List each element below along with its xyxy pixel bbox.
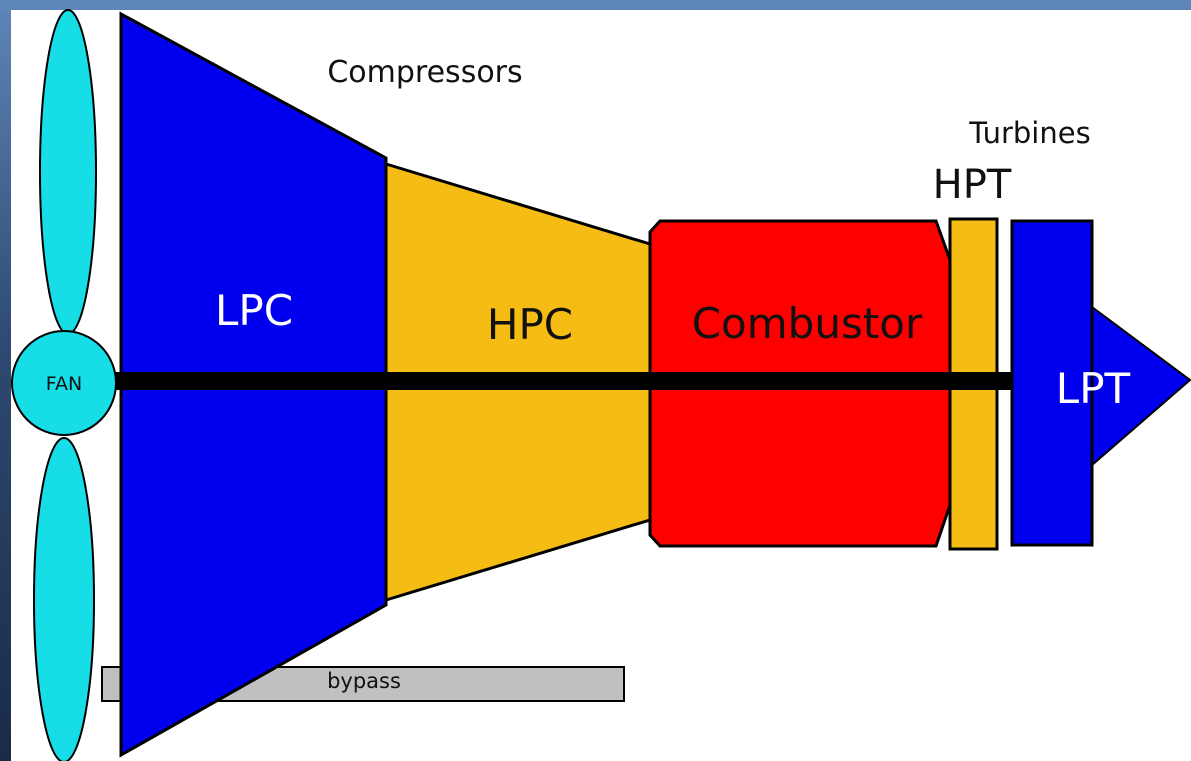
combustor-label: Combustor xyxy=(692,299,923,348)
fan-blade-bottom xyxy=(33,437,95,761)
lpt-label: LPT xyxy=(1056,364,1131,413)
fan-blade-top xyxy=(39,9,97,335)
lpc-label: LPC xyxy=(215,286,293,335)
hpc-label: HPC xyxy=(487,300,573,349)
shaft xyxy=(112,372,1012,390)
fan-hub xyxy=(11,330,117,436)
fan-label: FAN xyxy=(46,373,82,395)
compressors-label: Compressors xyxy=(327,55,522,90)
lpt-section xyxy=(1010,219,1094,547)
slide-top-bar xyxy=(0,0,1191,12)
hpt-label: HPT xyxy=(933,162,1012,208)
bypass-label: bypass xyxy=(327,669,401,693)
turbines-label: Turbines xyxy=(968,116,1090,150)
